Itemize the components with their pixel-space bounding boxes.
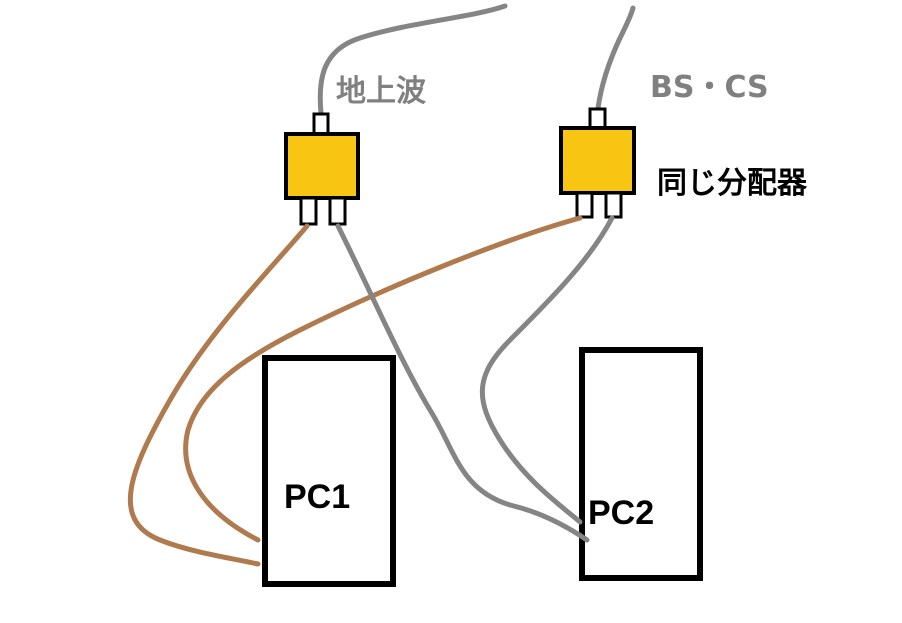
terrestrial-splitter-body [284, 132, 360, 200]
pc1-label: PC1 [284, 478, 350, 516]
terrestrial-splitter-output-port-1 [299, 196, 318, 226]
pc1-box [262, 355, 396, 587]
bs-cs-to-pc2-cable [479, 215, 615, 525]
bs-cs-antenna-cable [595, 5, 636, 111]
terrestrial-to-pc2-cable [335, 223, 590, 543]
same-splitter-label: 同じ分配器 [657, 166, 808, 201]
pc2-box [579, 347, 703, 581]
terrestrial-splitter-input-port [312, 112, 330, 137]
pc2-label: PC2 [588, 494, 654, 532]
bs-cs-to-pc1-cable [183, 215, 583, 543]
terrestrial-splitter-output-port-2 [328, 196, 347, 226]
terrestrial-antenna-cable [317, 3, 508, 116]
bs-cs-splitter-output-port-2 [604, 191, 623, 219]
terrestrial-to-pc1-cable [127, 223, 310, 567]
terrestrial-label: 地上波 [336, 74, 427, 109]
bs-cs-label: BS・CS [650, 70, 769, 105]
bs-cs-splitter-body [559, 126, 636, 195]
bs-cs-splitter-output-port-1 [575, 191, 594, 219]
terrestrial-splitter [284, 112, 360, 226]
bs-cs-splitter [559, 107, 636, 219]
